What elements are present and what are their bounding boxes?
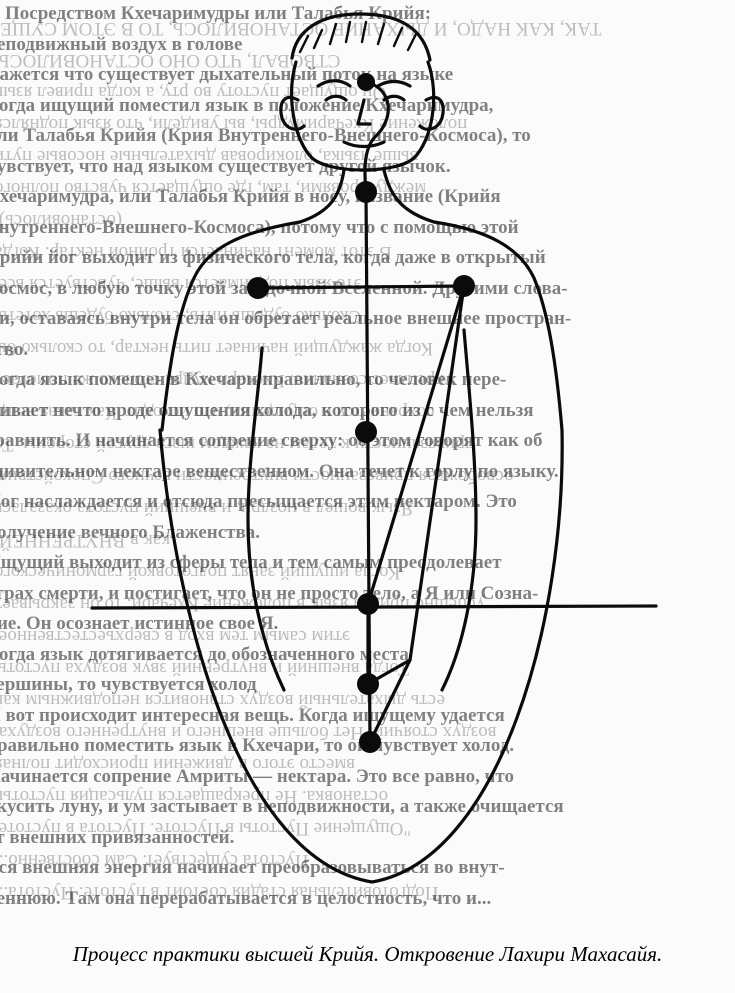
left-torso: [248, 348, 284, 690]
kriya-body-diagram: [0, 0, 735, 930]
neck-right: [384, 170, 434, 222]
mouth: [344, 142, 384, 147]
hair-outline: [292, 14, 430, 60]
hair-strands: [300, 22, 416, 52]
left-shoulder-dot: [247, 277, 269, 299]
root-dot: [359, 731, 381, 753]
lower-body: [160, 430, 562, 882]
right-eyebrow: [378, 82, 410, 87]
diagonal-line-upper: [368, 286, 464, 604]
nose: [358, 100, 370, 124]
left-eye: [326, 96, 346, 100]
shoulder-line: [258, 286, 464, 288]
neck-left: [300, 170, 344, 222]
navel-dot: [357, 593, 379, 615]
third-eye-dot: [357, 73, 375, 91]
figure-caption: Процесс практики высшей Крийя. Откровени…: [0, 942, 735, 967]
right-torso: [442, 330, 476, 690]
sacral-dot: [357, 673, 379, 695]
left-eyebrow: [318, 81, 350, 86]
heart-dot: [355, 421, 377, 443]
left-arm: [162, 222, 300, 430]
right-shoulder-dot: [453, 275, 475, 297]
throat-dot: [355, 181, 377, 203]
